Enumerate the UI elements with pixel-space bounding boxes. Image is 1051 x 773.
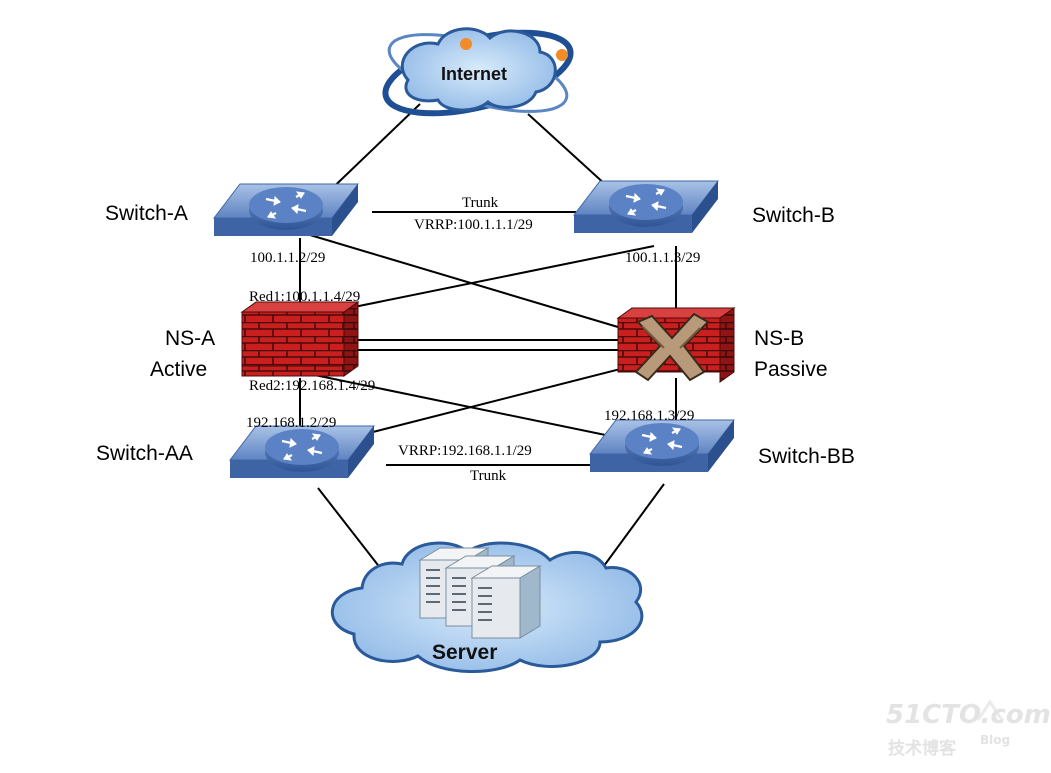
link-switch-b-ns-a (299, 245, 655, 319)
link-switch-a-ns-b (299, 231, 629, 331)
switch-aa-ip: 192.168.1.2/29 (246, 415, 337, 431)
switch-a-icon (212, 182, 360, 238)
watermark-blog: Blog (980, 733, 1011, 747)
network-diagram: Internet Switch-A Switch-B Trunk VRRP:10… (96, 27, 1051, 759)
switch-aa-icon (228, 424, 376, 480)
server-rack-icon (418, 547, 542, 639)
ns-b-name: NS-B (754, 327, 805, 350)
switch-a-label: Switch-A (105, 202, 188, 225)
lower-trunk-label: Trunk (470, 468, 507, 484)
switch-aa-label: Switch-AA (96, 442, 193, 465)
internet-cloud-icon (382, 27, 574, 117)
upper-trunk-label: Trunk (462, 195, 499, 211)
watermark-site: 51CTO.com (886, 700, 1051, 730)
internet-label: Internet (441, 64, 508, 84)
link-switch-aa-server (317, 487, 389, 579)
lower-vrrp-label: VRRP:192.168.1.1/29 (398, 443, 532, 459)
switch-bb-icon (588, 418, 736, 474)
link-switch-bb-server (597, 483, 665, 575)
server-cloud-icon (330, 541, 644, 674)
ns-b-firewall-failed-icon (616, 307, 736, 383)
ns-a-name: NS-A (165, 327, 216, 350)
link-ns-a-switch-bb (299, 371, 621, 439)
ns-a-red1-ip: Red1:100.1.1.4/29 (249, 289, 361, 305)
switch-b-icon (572, 179, 720, 235)
watermark-logo (976, 699, 1004, 721)
ns-b-state: Passive (754, 358, 828, 381)
ns-a-state: Active (150, 358, 208, 381)
server-label: Server (432, 641, 498, 664)
switch-bb-ip: 192.168.1.3/29 (604, 408, 695, 424)
switch-bb-label: Switch-BB (758, 445, 855, 468)
ns-a-firewall-icon (240, 301, 360, 377)
switch-a-ip: 100.1.1.2/29 (250, 250, 326, 266)
upper-vrrp-label: VRRP:100.1.1.1/29 (414, 217, 533, 233)
switch-b-label: Switch-B (752, 204, 835, 227)
watermark-sub: 技术博客 (888, 739, 956, 759)
ns-a-red2-ip: Red2:192.168.1.4/29 (249, 378, 376, 394)
switch-b-ip: 100.1.1.3/29 (625, 250, 701, 266)
